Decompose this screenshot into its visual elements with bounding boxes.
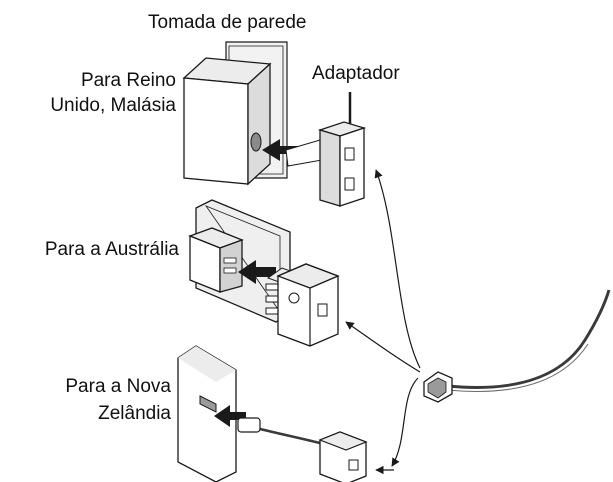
nz-cable-and-adapter xyxy=(237,417,368,482)
australia-adapter xyxy=(265,263,340,347)
adapter xyxy=(285,92,367,207)
new-zealand-label-line2: Zelândia xyxy=(98,403,171,424)
uk-malaysia-label-line2: Unido, Malásia xyxy=(50,95,176,116)
uk-malaysia-label-line1: Para Reino xyxy=(80,70,176,91)
new-zealand-label-line1: Para a Nova xyxy=(65,376,171,397)
telephone-cable xyxy=(423,289,611,403)
adapter-label: Adaptador xyxy=(312,63,400,84)
uk-wall-socket xyxy=(182,57,272,186)
australia-label: Para a Austrália xyxy=(44,239,179,260)
connection-arrows xyxy=(345,169,421,475)
nz-plug-arrow xyxy=(214,405,246,427)
wall-socket-label: Tomada de parede xyxy=(148,12,307,33)
nz-wall-plate xyxy=(177,345,237,482)
australia-plug-arrow xyxy=(238,260,276,284)
australia-socket xyxy=(188,227,244,293)
uk-plug-arrow xyxy=(262,139,298,161)
